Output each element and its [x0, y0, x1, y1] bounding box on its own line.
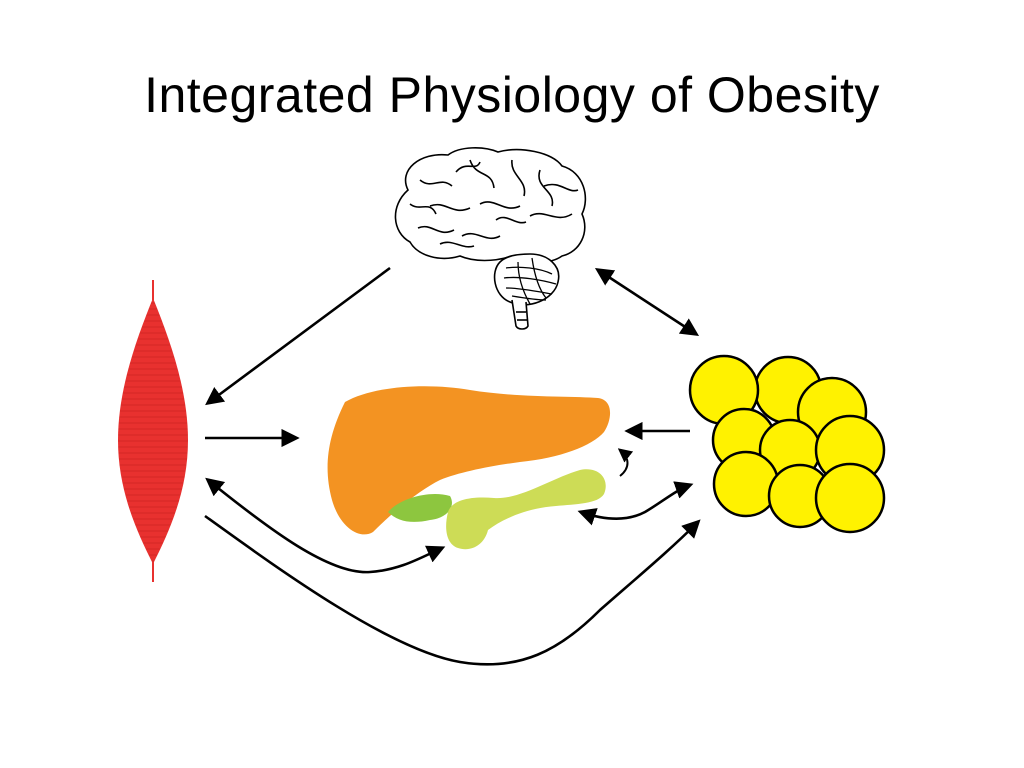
- pancreas-icon: [446, 469, 606, 549]
- fat-cells-icon: [690, 356, 884, 532]
- brain-icon: [395, 148, 585, 329]
- arrow-pancreas-to-liver: [620, 450, 628, 476]
- arrow-brain-adipose: [598, 270, 696, 334]
- arrow-brain-to-muscle: [208, 268, 390, 403]
- muscle-icon: [118, 280, 188, 582]
